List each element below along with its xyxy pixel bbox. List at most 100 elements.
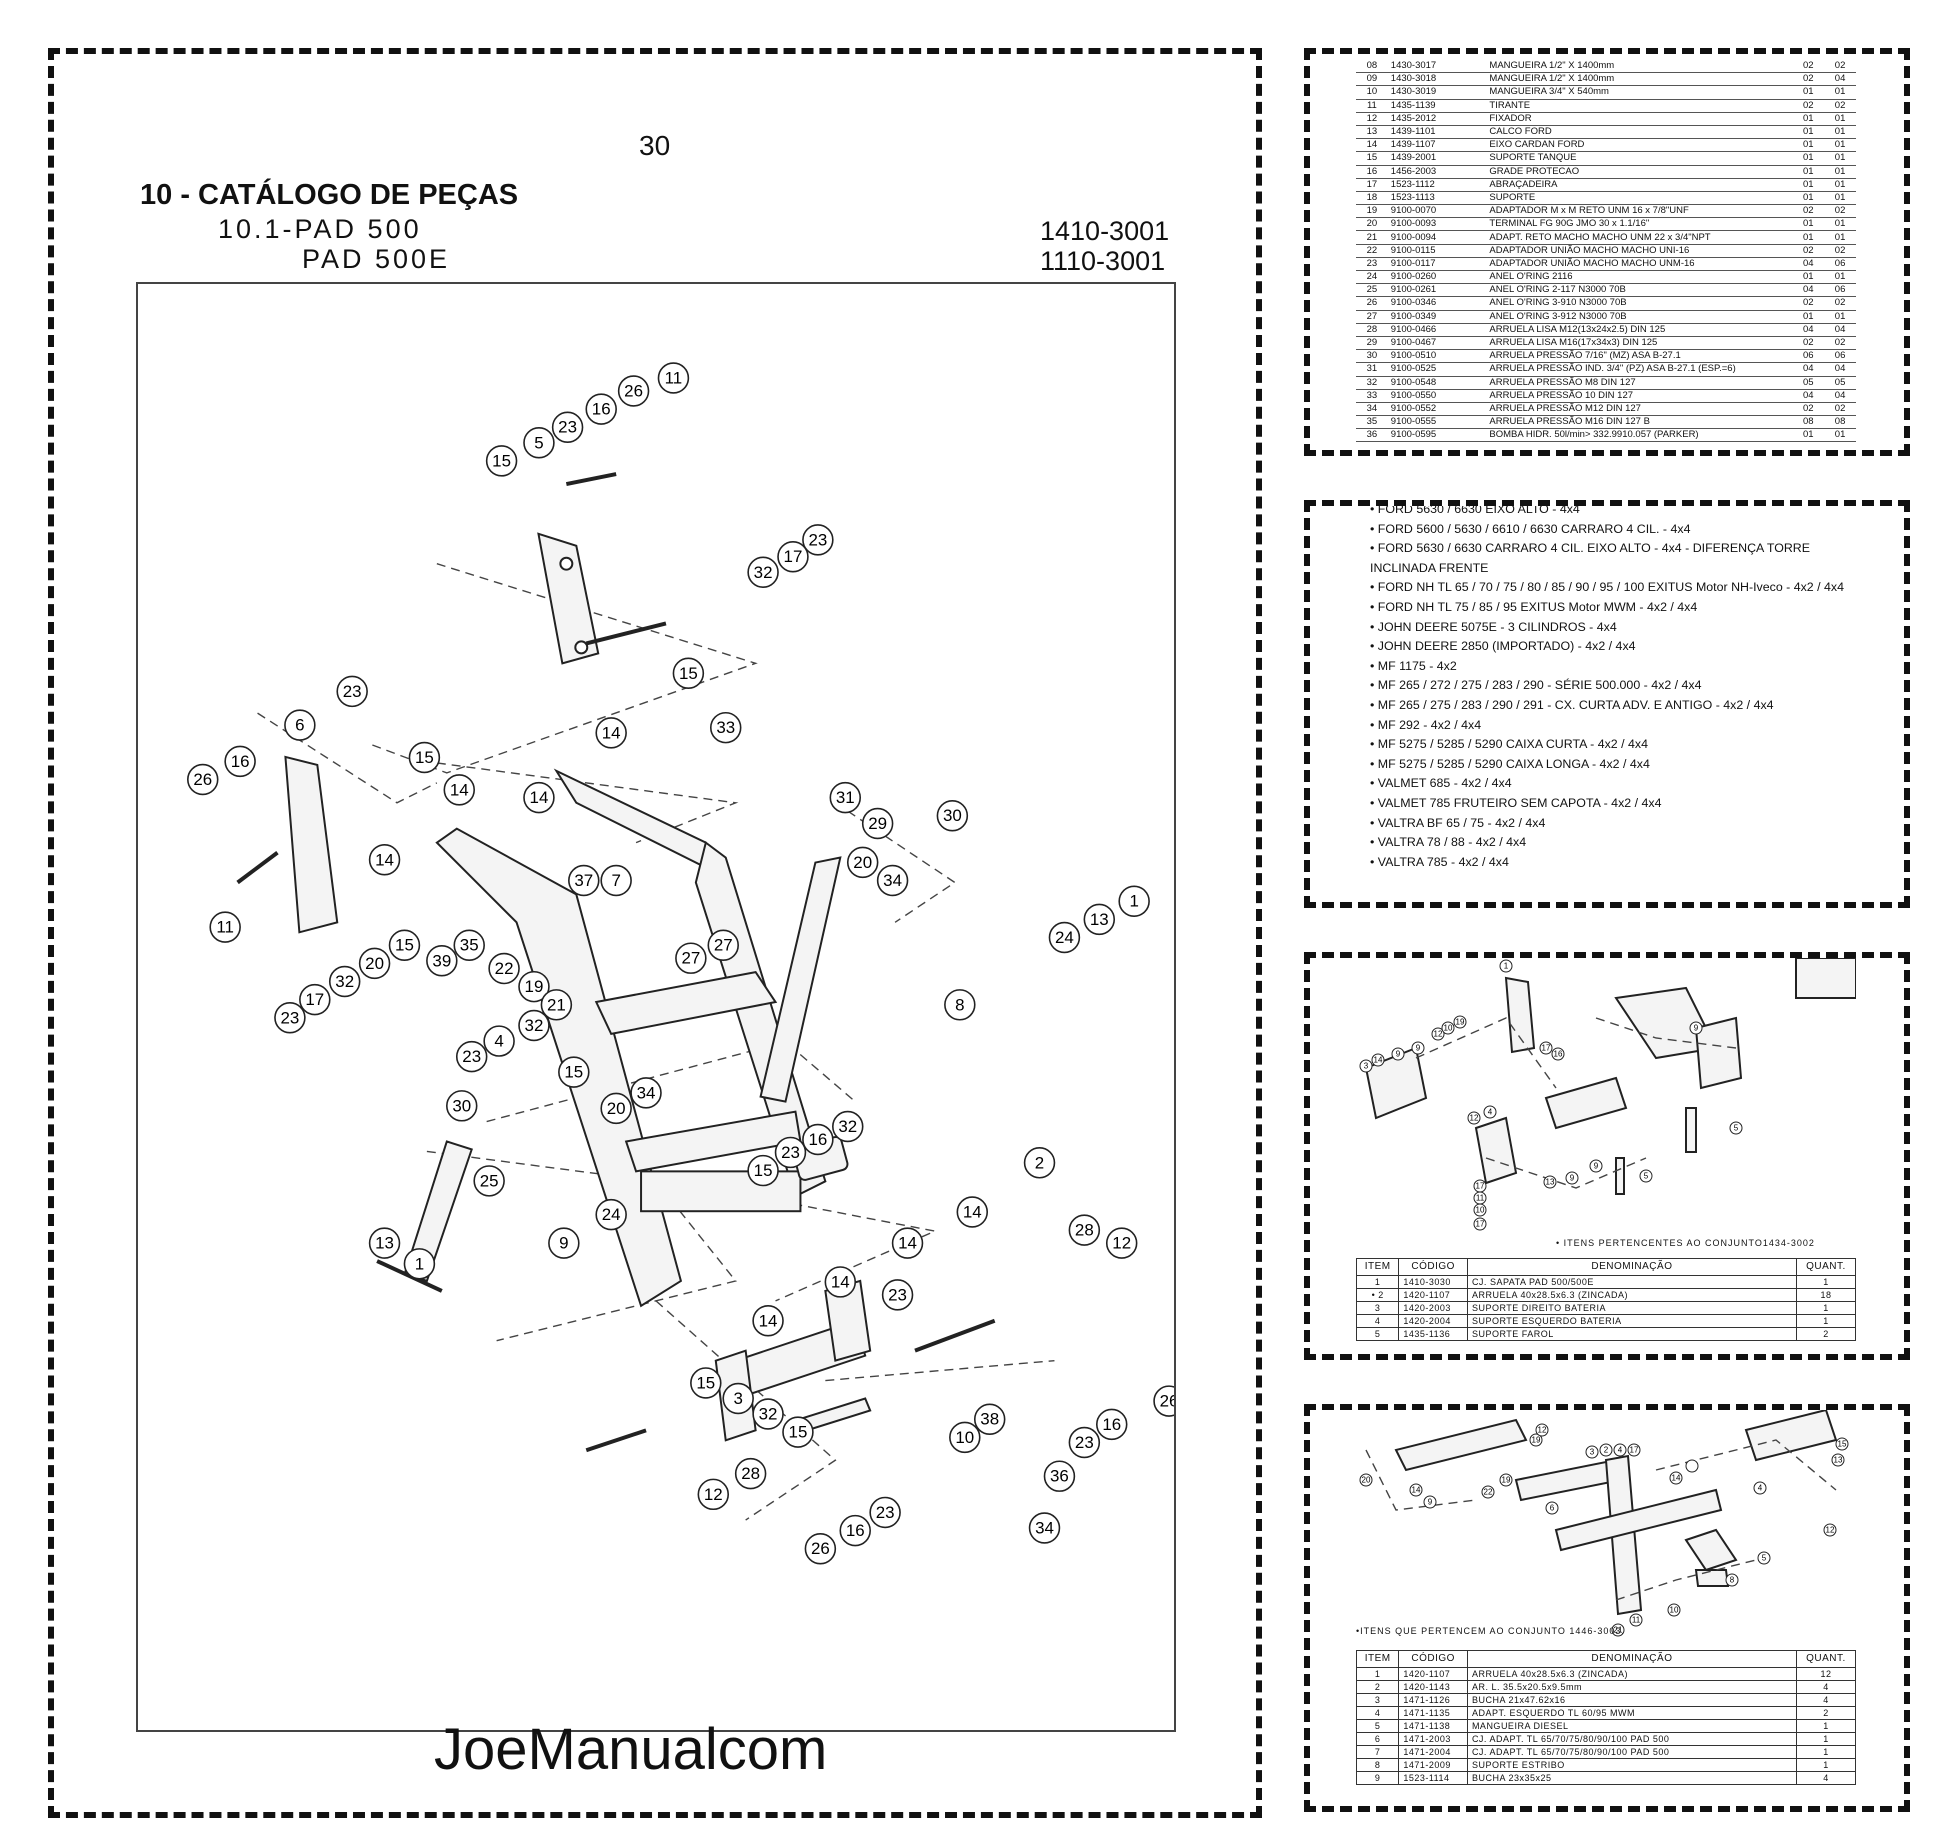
callout-balloon: 28 xyxy=(734,1457,767,1490)
callout-balloon: 14 xyxy=(523,781,555,814)
table-cell: 3 xyxy=(1355,1301,1400,1315)
parts-cell: 22 xyxy=(1356,244,1388,258)
parts-cell: 16 xyxy=(1356,165,1388,179)
parts-cell: 02 xyxy=(1824,402,1856,417)
compatible-model-item: • FORD NH TL 65 / 70 / 75 / 80 / 85 / 90… xyxy=(1370,580,1845,595)
compatible-model-item: • MF 1175 - 4x2 xyxy=(1370,658,1457,673)
compatible-models-panel[interactable]: • FORD 5630 / 6630 EIXO ALTO - 4x4• FORD… xyxy=(1304,500,1910,908)
compatible-model-item: • JOHN DEERE 2850 (IMPORTADO) - 4x2 / 4x… xyxy=(1370,639,1636,654)
compatible-model-item: • VALTRA 785 - 4x2 / 4x4 xyxy=(1370,854,1509,869)
callout-number: 15 xyxy=(754,1161,773,1180)
callout-number: 32 xyxy=(759,1405,778,1424)
table-cell: BUCHA 21x47.62x16 xyxy=(1466,1693,1797,1707)
table-cell: 4 xyxy=(1355,1314,1400,1328)
table-cell: CJ. ADAPT. TL 65/70/75/80/90/100 PAD 500 xyxy=(1466,1732,1797,1746)
callout-number: 16 xyxy=(231,752,250,771)
callout-balloon: 23 xyxy=(802,524,834,556)
compatible-model-item: • FORD 5600 / 5630 / 6610 / 6630 CARRARO… xyxy=(1370,521,1691,536)
callout-balloon: 32 xyxy=(832,1110,864,1143)
parts-cell: 24 xyxy=(1356,270,1388,285)
callout-number: 19 xyxy=(1456,1018,1465,1027)
callout-balloon: 19 xyxy=(1529,1433,1543,1447)
parts-cell: 30 xyxy=(1356,349,1388,364)
parts-cell: 9100-0094 xyxy=(1387,230,1487,245)
callout-balloon: 35 xyxy=(453,929,485,961)
callout-number: 9 xyxy=(1416,1044,1421,1053)
callout-number: 11 xyxy=(1632,1616,1641,1625)
parts-cell: 08 xyxy=(1792,415,1825,430)
table-cell: 1471-2009 xyxy=(1398,1758,1468,1772)
callout-number: 11 xyxy=(665,369,683,388)
callout-balloon: 26 xyxy=(1153,1385,1174,1417)
callout-number: 23 xyxy=(280,1008,299,1027)
parts-cell: ANEL O'RING 2-117 N3000 70B xyxy=(1486,283,1793,298)
callout-number: 13 xyxy=(1834,1456,1843,1465)
table-cell: 18 xyxy=(1795,1288,1857,1302)
table-cell: 3 xyxy=(1355,1693,1400,1707)
compatible-model-item: • MF 292 - 4x2 / 4x4 xyxy=(1370,717,1482,732)
callout-number: 23 xyxy=(888,1285,907,1304)
callout-number: 14 xyxy=(375,850,394,869)
parts-cell: 9100-0548 xyxy=(1387,376,1487,390)
callout-balloon: 16 xyxy=(585,393,617,425)
parts-cell: ARRUELA PRESSÃO M16 DIN 127 B xyxy=(1486,415,1793,430)
callout-balloon: 28 xyxy=(1068,1214,1101,1246)
parts-cell: 04 xyxy=(1792,257,1825,272)
table-cell: ADAPT. ESQUERDO TL 60/95 MWM xyxy=(1466,1706,1797,1720)
parts-cell: 01 xyxy=(1792,151,1825,166)
table-header-cell: DENOMINAÇÃO xyxy=(1466,1650,1797,1668)
callout-number: 39 xyxy=(432,951,451,970)
parts-cell: 9100-0349 xyxy=(1387,310,1487,324)
callout-balloon: 19 xyxy=(1499,1473,1513,1487)
table-cell: 1 xyxy=(1795,1745,1857,1759)
table-cell: 4 xyxy=(1795,1693,1857,1707)
table-header-cell: QUANT. xyxy=(1795,1650,1857,1668)
table-cell: SUPORTE DIREITO BATERIA xyxy=(1466,1301,1797,1315)
table-cell: 1410-3030 xyxy=(1398,1275,1468,1289)
callout-number: 14 xyxy=(759,1311,778,1330)
callout-balloon: 10 xyxy=(1473,1203,1487,1217)
callout-balloon: 31 xyxy=(829,781,862,814)
callout-balloon: 6 xyxy=(1545,1501,1559,1515)
parts-cell: 01 xyxy=(1792,270,1825,285)
callout-balloon: 11 xyxy=(657,362,690,394)
callout-balloon: 32 xyxy=(747,556,779,589)
callout-number: 16 xyxy=(846,1521,865,1540)
table-cell: AR. L. 35.5x20.5x9.5mm xyxy=(1466,1680,1797,1694)
table-cell: 1 xyxy=(1795,1719,1857,1733)
parts-cell: 09 xyxy=(1356,72,1388,87)
table-cell: 5 xyxy=(1355,1327,1400,1341)
callout-balloon: 17 xyxy=(1473,1179,1487,1193)
callout-balloon: 16 xyxy=(1096,1408,1128,1441)
table-cell: BUCHA 23x35x25 xyxy=(1466,1771,1797,1785)
callout-balloon: 20 xyxy=(846,846,879,879)
callout-balloon: 14 xyxy=(1371,1053,1385,1067)
callout-balloon: 22 xyxy=(488,952,520,985)
callout-balloon: 2 xyxy=(1023,1147,1056,1179)
callout-balloon: 19 xyxy=(518,970,550,1003)
parts-cell: 9100-0261 xyxy=(1387,283,1487,298)
callout-number: 25 xyxy=(480,1171,499,1190)
parts-cell: MANGUEIRA 3/4" X 540mm xyxy=(1486,85,1793,100)
parts-cell: 02 xyxy=(1792,60,1825,74)
callout-balloon: 14 xyxy=(368,844,401,876)
callout-number: 17 xyxy=(1476,1220,1485,1229)
callout-balloon: 14 xyxy=(824,1266,857,1298)
parts-cell: 02 xyxy=(1824,296,1856,311)
parts-cell: 23 xyxy=(1356,257,1388,272)
callout-number: 33 xyxy=(716,718,735,737)
parts-cell: 01 xyxy=(1792,428,1825,443)
parts-cell: 9100-0467 xyxy=(1387,336,1487,351)
callout-number: 11 xyxy=(1476,1194,1485,1203)
compatible-model-item: • VALTRA BF 65 / 75 - 4x2 / 4x4 xyxy=(1370,815,1546,830)
parts-cell: 02 xyxy=(1824,204,1856,219)
table-cell: 1420-2003 xyxy=(1398,1301,1468,1315)
